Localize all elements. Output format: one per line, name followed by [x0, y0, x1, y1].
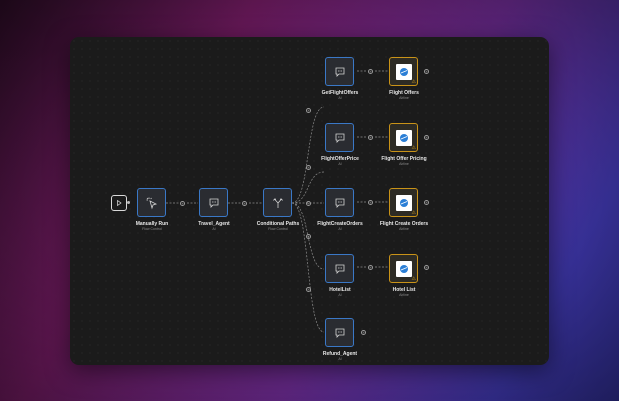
chat-bubble-icon — [335, 133, 344, 143]
wire-branch-5 — [291, 202, 325, 333]
node-hotel-list-tool-type: Airline — [399, 293, 409, 297]
add-branch-step-button[interactable]: + — [306, 108, 311, 113]
split-arrows-icon — [272, 198, 283, 208]
node-hotel-list-label: HotelList — [329, 287, 351, 293]
node-get-flight-offers-type: AI — [338, 96, 342, 100]
node-flight-offer-price[interactable] — [325, 123, 354, 152]
add-branch-step-button[interactable]: + — [306, 287, 311, 292]
node-conditional-paths-label: Conditional Paths — [256, 221, 300, 227]
connection-wires — [166, 70, 388, 333]
warning-icon: ⚠ — [411, 79, 416, 85]
node-flight-offers-tool-type: Airline — [399, 96, 409, 100]
node-flight-offer-pricing-tool-label: Flight Offer Pricing — [381, 156, 427, 162]
node-flight-offer-pricing-tool[interactable]: ⚠ — [389, 123, 418, 152]
add-branch-step-button[interactable]: + — [306, 200, 311, 206]
node-travel-agent-type: AI — [212, 227, 216, 231]
add-branch-step-button[interactable]: + — [306, 165, 311, 170]
wire-branch-1 — [291, 106, 325, 204]
node-get-flight-offers[interactable] — [325, 57, 354, 86]
add-step-button[interactable]: + — [368, 264, 373, 270]
warning-icon: ⚠ — [411, 210, 416, 216]
node-flight-create-orders-tool-label: Flight Create Orders — [379, 221, 429, 227]
node-travel-agent[interactable] — [199, 188, 228, 217]
add-step-button[interactable]: + — [361, 329, 366, 335]
node-manually-run-label: Manually Run — [135, 221, 169, 227]
wire-branch-2 — [291, 171, 325, 204]
chat-bubble-icon — [335, 264, 344, 274]
node-travel-agent-label: Travel_Agent — [198, 221, 230, 227]
node-conditional-paths[interactable] — [263, 188, 292, 217]
node-flight-create-orders-label: FlightCreateOrders — [317, 221, 363, 227]
chat-bubble-icon — [335, 198, 344, 208]
workflow-canvas[interactable]: Manually Run Flow Control + Travel_Agent… — [70, 37, 549, 365]
add-step-button[interactable]: + — [242, 200, 247, 206]
node-flight-offer-price-label: FlightOfferPrice — [321, 156, 359, 162]
node-hotel-list-tool-label: Hotel List — [392, 287, 416, 293]
node-flight-create-orders[interactable] — [325, 188, 354, 217]
node-hotel-list-tool[interactable]: ⚠ — [389, 254, 418, 283]
airline-logo-icon — [395, 129, 412, 146]
node-refund-agent-type: AI — [338, 357, 342, 361]
airline-logo-icon — [395, 260, 412, 277]
chat-bubble-icon — [335, 67, 344, 77]
node-refund-agent-label: Refund_Agent — [322, 351, 358, 357]
node-get-flight-offers-label: GetFlightOffers — [321, 90, 359, 96]
add-step-button[interactable]: + — [424, 134, 429, 140]
add-step-button[interactable]: + — [424, 199, 429, 205]
node-hotel-list[interactable] — [325, 254, 354, 283]
add-step-button[interactable]: + — [368, 134, 373, 140]
node-manually-run-type: Flow Control — [142, 227, 162, 231]
trigger-output-port[interactable] — [127, 201, 130, 204]
chat-bubble-icon — [335, 328, 344, 338]
trigger-play-button[interactable] — [111, 195, 127, 211]
node-flight-offer-pricing-tool-type: Airline — [399, 162, 409, 166]
warning-icon: ⚠ — [411, 276, 416, 282]
node-refund-agent[interactable] — [325, 318, 354, 347]
node-hotel-list-type: AI — [338, 293, 342, 297]
node-flight-create-orders-tool-type: Airline — [399, 227, 409, 231]
node-flight-create-orders-tool[interactable]: ⚠ — [389, 188, 418, 217]
node-conditional-paths-type: Flow Control — [268, 227, 288, 231]
node-manually-run[interactable] — [137, 188, 166, 217]
cursor-click-icon — [146, 197, 157, 209]
add-step-button[interactable]: + — [368, 68, 373, 74]
add-branch-step-button[interactable]: + — [306, 234, 311, 239]
airline-logo-icon — [395, 194, 412, 211]
node-flight-offer-price-type: AI — [338, 162, 342, 166]
node-flight-offers-tool[interactable]: ⚠ — [389, 57, 418, 86]
add-step-button[interactable]: + — [424, 68, 429, 74]
add-step-button[interactable]: + — [424, 264, 429, 270]
warning-icon: ⚠ — [411, 145, 416, 151]
chat-bubble-icon — [209, 198, 218, 208]
add-step-button[interactable]: + — [180, 200, 185, 206]
node-flight-create-orders-type: AI — [338, 227, 342, 231]
play-icon — [117, 199, 122, 207]
add-step-button[interactable]: + — [368, 199, 373, 205]
node-flight-offers-tool-label: Flight Offers — [389, 90, 419, 96]
airline-logo-icon — [395, 63, 412, 80]
